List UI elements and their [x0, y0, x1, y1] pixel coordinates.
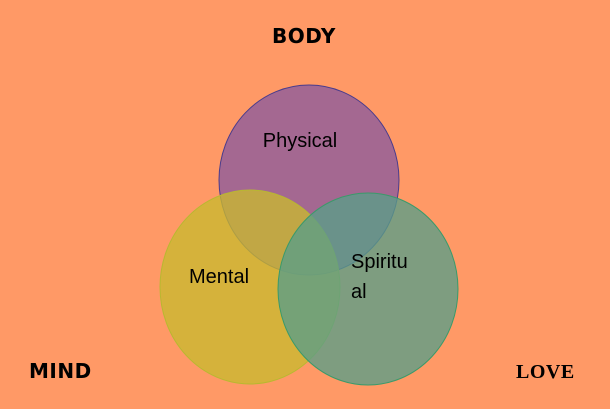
circle-label-mental: Mental: [189, 266, 249, 288]
label-mind: MIND: [29, 359, 92, 383]
label-love: LOVE: [516, 361, 575, 383]
venn-circles: [159, 84, 459, 386]
circle-label-physical: Physical: [263, 130, 337, 152]
circle-spiritual: [277, 192, 459, 386]
circle-label-spiritual-line-2: al: [351, 281, 367, 303]
label-body: BODY: [272, 24, 336, 48]
circle-label-spiritual-line-1: Spiritu: [351, 251, 408, 273]
